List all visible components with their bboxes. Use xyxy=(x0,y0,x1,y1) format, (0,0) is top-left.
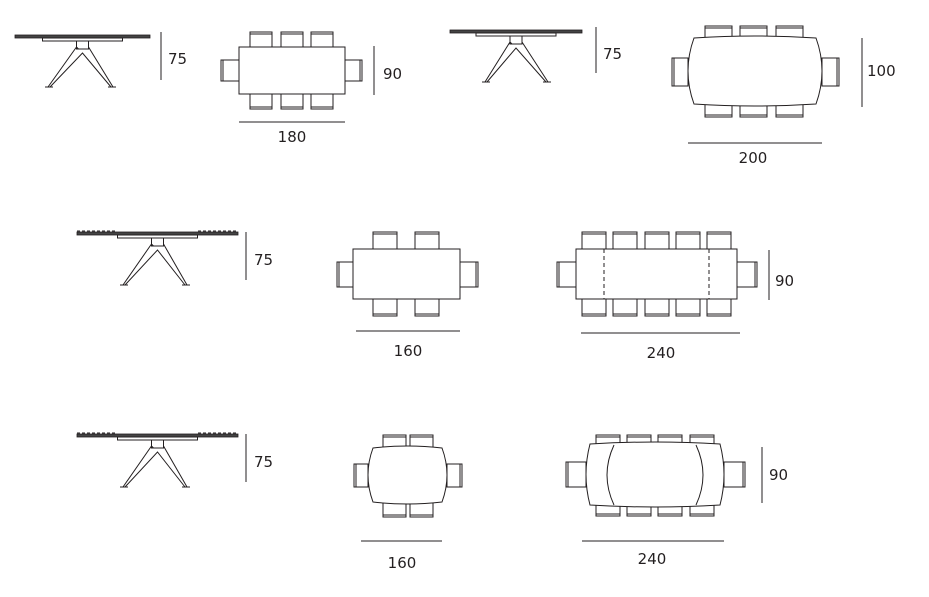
chair xyxy=(675,231,701,250)
top-width-label: 90 xyxy=(775,272,794,290)
extension-seam xyxy=(695,444,704,506)
side-view-height-label: 75 xyxy=(254,453,273,471)
top-width-label: 90 xyxy=(383,65,402,83)
top-length-label: 240 xyxy=(638,550,667,568)
table-top-extended xyxy=(575,248,738,300)
chair xyxy=(344,59,363,82)
chair xyxy=(644,231,670,250)
chair xyxy=(556,261,577,288)
top-length-label: 200 xyxy=(739,149,768,167)
table-leg xyxy=(88,46,114,88)
table-leg xyxy=(49,52,112,88)
side-view-height-label: 75 xyxy=(254,251,273,269)
top-width-label: 100 xyxy=(867,62,896,80)
chair xyxy=(736,261,758,288)
chair xyxy=(565,461,587,488)
table-leg xyxy=(47,46,79,88)
table-top-barrel xyxy=(367,445,448,505)
table-leg xyxy=(124,451,186,488)
table-top-rectangle xyxy=(238,46,346,95)
chair xyxy=(280,31,304,48)
chair xyxy=(581,298,607,317)
leg-hub xyxy=(151,237,164,247)
table-leg xyxy=(163,445,188,488)
chair xyxy=(414,298,440,317)
chair xyxy=(675,298,701,317)
table-leg xyxy=(122,243,154,286)
chair xyxy=(723,461,746,488)
top-width-label: 90 xyxy=(769,466,788,484)
chair xyxy=(372,298,398,317)
chair xyxy=(581,231,607,250)
top-length-label: 160 xyxy=(394,342,423,360)
extension-seam xyxy=(606,444,615,506)
drawing-shapes xyxy=(14,25,863,542)
table-top-barrel xyxy=(585,441,725,508)
table-top-rectangle xyxy=(352,248,461,300)
leg-hub xyxy=(76,40,89,50)
side-view-height-label: 75 xyxy=(168,50,187,68)
side-view-height-label: 75 xyxy=(603,45,622,63)
table-leg xyxy=(122,445,154,488)
chair xyxy=(280,93,304,110)
chair xyxy=(249,31,273,48)
chair xyxy=(249,93,273,110)
table-leg xyxy=(484,41,513,83)
chair xyxy=(220,59,240,82)
chair xyxy=(612,298,638,317)
leg-hub xyxy=(151,439,164,449)
table-leg xyxy=(124,249,186,286)
table-leg xyxy=(163,243,188,286)
table-top-barrel xyxy=(687,35,823,107)
leg-hub xyxy=(509,35,523,45)
chair xyxy=(310,93,334,110)
chair xyxy=(372,231,398,250)
top-length-label: 180 xyxy=(278,128,307,146)
chair xyxy=(310,31,334,48)
chair xyxy=(821,57,840,87)
top-length-label: 160 xyxy=(388,554,417,572)
chair xyxy=(706,298,732,317)
chair xyxy=(459,261,479,288)
chair xyxy=(706,231,732,250)
chair xyxy=(612,231,638,250)
top-length-label: 240 xyxy=(647,344,676,362)
chair xyxy=(414,231,440,250)
table-leg xyxy=(486,47,547,83)
chair xyxy=(644,298,670,317)
table-leg xyxy=(521,41,549,83)
